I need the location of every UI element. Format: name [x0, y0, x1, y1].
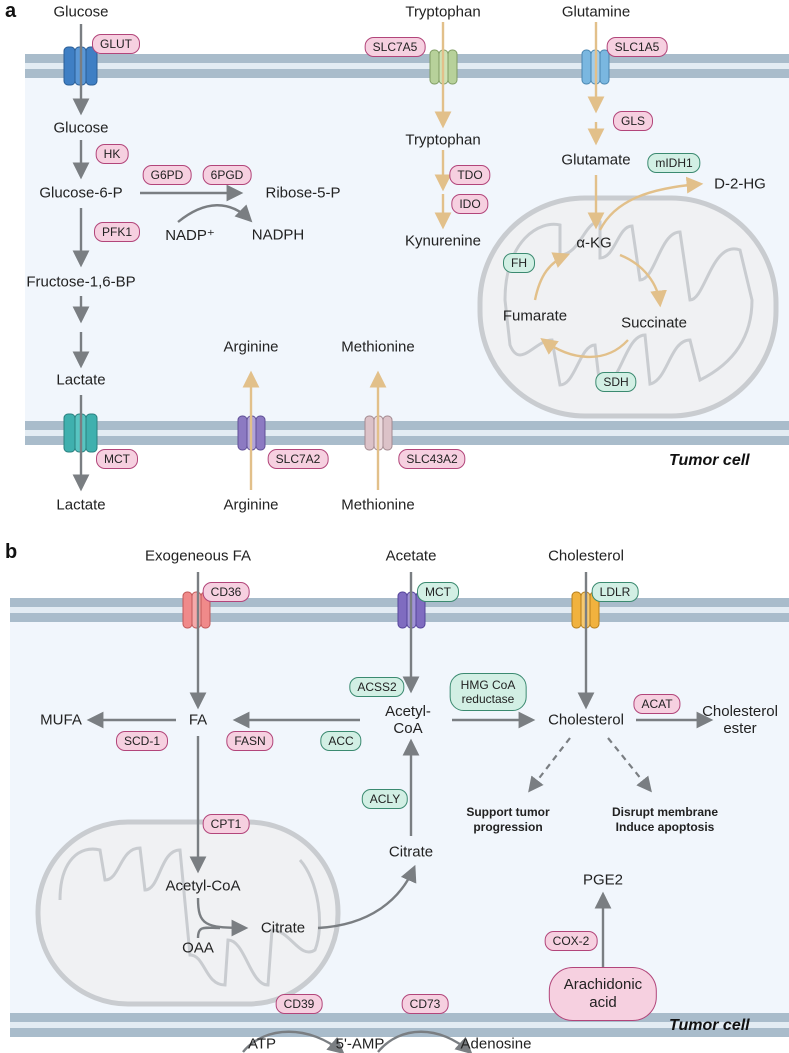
5-amp: 5'-AMP: [335, 1035, 385, 1053]
support-line2: progression: [473, 820, 543, 834]
membrane-bottom-a: [25, 421, 789, 445]
alpha-kg: α-KG: [576, 234, 612, 252]
tag-g6pd: G6PD: [142, 165, 192, 185]
tag-fh: FH: [503, 253, 535, 273]
membrane-bottom-b: [10, 1013, 789, 1037]
tag-gls: GLS: [612, 111, 654, 131]
tag-scd-1: SCD-1: [115, 731, 169, 751]
tag-slc7a2: SLC7A2: [267, 449, 329, 469]
methionine-extracellular: Methionine: [341, 496, 415, 514]
tag-cd73: CD73: [401, 994, 449, 1014]
tag-glut: GLUT: [91, 34, 141, 54]
tag-slc7a5: SLC7A5: [364, 37, 426, 57]
disrupt-line1: Disrupt membrane: [611, 805, 719, 819]
arachidonic-line2: acid: [589, 994, 617, 1011]
tag-cox-2: COX-2: [544, 931, 598, 951]
tag-cd36: CD36: [202, 582, 250, 602]
glutamine-extracellular: Glutamine: [561, 3, 631, 21]
arachidonic-acid: Arachidonic acid: [548, 967, 658, 1021]
cholesterol-ester-line1: Cholesterol: [702, 703, 778, 720]
tag-slc43a2: SLC43A2: [398, 449, 466, 469]
tumor-cell-label-a: Tumor cell: [669, 452, 750, 469]
mufa: MUFA: [40, 711, 82, 729]
arachidonic-line1: Arachidonic: [563, 976, 643, 993]
glucose-intracellular: Glucose: [53, 119, 109, 137]
support-line1: Support tumor: [466, 805, 550, 819]
nadp: NADP⁺: [165, 227, 215, 244]
pge2: PGE2: [582, 871, 624, 889]
cholesterol-ester: Cholesterol ester: [702, 703, 778, 737]
acetate: Acetate: [385, 547, 437, 565]
acetyl-coa-line1: Acetyl-: [385, 703, 431, 720]
succinate: Succinate: [621, 314, 687, 332]
hmg-line1: HMG CoA: [460, 678, 516, 692]
fa: FA: [188, 711, 208, 729]
tag-cd39: CD39: [275, 994, 323, 1014]
cholesterol-intracellular: Cholesterol: [548, 711, 624, 729]
membrane-top-a: [25, 54, 789, 78]
disrupt-membrane: Disrupt membrane Induce apoptosis: [612, 805, 718, 835]
tag-mct-a: MCT: [96, 449, 138, 469]
tag-mct-b: MCT: [417, 582, 459, 602]
exogeneous-fa: Exogeneous FA: [145, 547, 251, 565]
tag-ldlr: LDLR: [591, 582, 639, 602]
methionine-intracellular: Methionine: [341, 338, 415, 356]
d-2-hg: D-2-HG: [714, 175, 766, 193]
tag-acat: ACAT: [633, 694, 681, 714]
cholesterol-extracellular: Cholesterol: [548, 547, 624, 565]
tag-hmg-coa-reductase: HMG CoA reductase: [449, 673, 527, 711]
mitochondrion-b: [35, 819, 341, 1007]
arginine-intracellular: Arginine: [223, 338, 279, 356]
arginine-extracellular: Arginine: [223, 496, 279, 514]
tag-6pgd: 6PGD: [202, 165, 252, 185]
tag-sdh: SDH: [595, 372, 637, 392]
disrupt-line2: Induce apoptosis: [615, 820, 715, 834]
tryptophan-intracellular: Tryptophan: [405, 131, 481, 149]
transporter-glut: [63, 46, 98, 86]
tag-acc: ACC: [320, 731, 362, 751]
tag-hk: HK: [95, 144, 129, 164]
panel-label-a: a: [5, 0, 17, 22]
fumarate: Fumarate: [502, 307, 568, 325]
tag-pfk1: PFK1: [93, 222, 141, 242]
glucose-extracellular: Glucose: [53, 3, 109, 21]
tag-ido: IDO: [451, 194, 489, 214]
atp: ATP: [247, 1035, 277, 1053]
panel-label-b: b: [5, 541, 18, 563]
hmg-line2: reductase: [461, 692, 515, 706]
tag-acss2: ACSS2: [349, 677, 405, 697]
lactate-intracellular: Lactate: [56, 371, 106, 389]
tag-cpt1: CPT1: [202, 814, 250, 834]
tag-fasn: FASN: [226, 731, 274, 751]
acetyl-coa-line2: CoA: [393, 720, 423, 737]
lipid-arrows: [86, 572, 714, 1053]
tryptophan-extracellular: Tryptophan: [405, 3, 481, 21]
transporter-cd36: [182, 591, 211, 629]
support-tumor-progression: Support tumor progression: [466, 805, 549, 835]
adenosine: Adenosine: [460, 1035, 532, 1053]
cholesterol-effect-arrows: [528, 737, 652, 793]
glutamate: Glutamate: [561, 151, 631, 169]
ribose-5-p: Ribose-5-P: [265, 184, 341, 202]
tag-acly: ACLY: [361, 789, 409, 809]
oaa: OAA: [182, 939, 214, 957]
tumor-cell-label-b: Tumor cell: [669, 1017, 750, 1034]
lactate-extracellular: Lactate: [56, 496, 106, 514]
nadph: NADPH: [251, 226, 305, 244]
glycolysis-arrows: [72, 24, 253, 492]
tag-midh1: mIDH1: [647, 153, 701, 173]
kynurenine: Kynurenine: [405, 232, 481, 250]
citrate-cytosol: Citrate: [388, 843, 434, 861]
tag-tdo: TDO: [449, 165, 491, 185]
cholesterol-ester-line2: ester: [723, 720, 757, 737]
fructose-1-6-bp: Fructose-1,6-BP: [26, 273, 136, 291]
acetyl-coa-mito: Acetyl-CoA: [165, 877, 241, 895]
tag-slc1a5: SLC1A5: [606, 37, 668, 57]
glucose-6-p: Glucose-6-P: [39, 184, 123, 202]
citrate-mito: Citrate: [260, 919, 306, 937]
acetyl-coa-cytosol: Acetyl- CoA: [385, 703, 431, 737]
amino-acid-arrows: [242, 22, 704, 490]
